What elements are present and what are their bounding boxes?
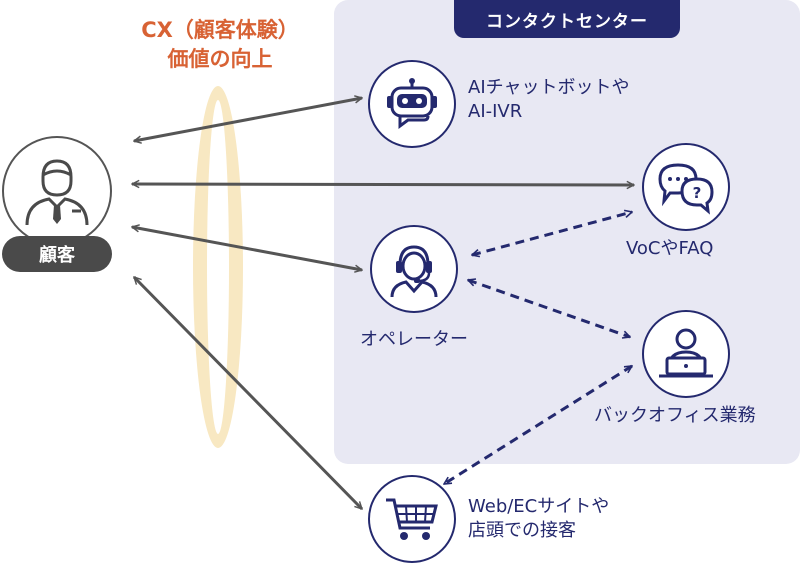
voc-faq-node: ? — [642, 143, 730, 231]
web-ec-label-line1: Web/ECサイトや — [468, 496, 610, 517]
arrow-customer-operator — [132, 227, 362, 270]
cx-title-line1: CX（顧客体験） — [141, 18, 299, 42]
laptop-worker-icon — [659, 328, 713, 378]
arrow-customer-web — [134, 277, 362, 509]
operator-label: オペレーター — [360, 328, 468, 352]
operator-node — [370, 225, 458, 313]
voc-faq-label: VoCやFAQ — [626, 237, 713, 261]
arrow-customer-voc — [132, 184, 634, 185]
robot-icon — [387, 78, 437, 129]
customer-label: 顧客 — [2, 236, 112, 272]
ai-chatbot-label-line1: AIチャットボットや — [468, 77, 630, 98]
dashed-backoffice-web — [444, 364, 632, 486]
speech-bubbles-icon: ? — [658, 163, 714, 215]
ai-chatbot-label-line2: AI-IVR — [468, 101, 523, 122]
ai-chatbot-label: AIチャットボットや AI-IVR — [468, 76, 629, 124]
shopping-cart-icon — [386, 498, 438, 540]
arrow-customer-ai — [134, 98, 362, 141]
ai-chatbot-node — [368, 60, 456, 148]
back-office-label: バックオフィス業務 — [594, 404, 756, 428]
web-ec-node — [368, 475, 456, 563]
operator-label-line1: オペレーター — [360, 329, 468, 350]
customer-node — [2, 136, 112, 246]
svg-text:?: ? — [693, 184, 702, 202]
person-icon — [25, 159, 89, 226]
back-office-label-line1: バックオフィス業務 — [594, 405, 756, 426]
dashed-operator-backoffice — [468, 280, 630, 337]
cx-title-line2: 価値の向上 — [167, 47, 273, 71]
voc-faq-label-line1: VoCやFAQ — [626, 238, 714, 259]
headset-operator-icon — [390, 245, 438, 298]
web-ec-label: Web/ECサイトや 店頭での接客 — [468, 495, 609, 543]
web-ec-label-line2: 店頭での接客 — [468, 520, 576, 541]
back-office-node — [642, 310, 730, 398]
contact-center-title: コンタクトセンター — [454, 0, 680, 38]
dashed-operator-voc — [472, 212, 632, 255]
cx-title: CX（顧客体験） 価値の向上 — [115, 16, 325, 74]
